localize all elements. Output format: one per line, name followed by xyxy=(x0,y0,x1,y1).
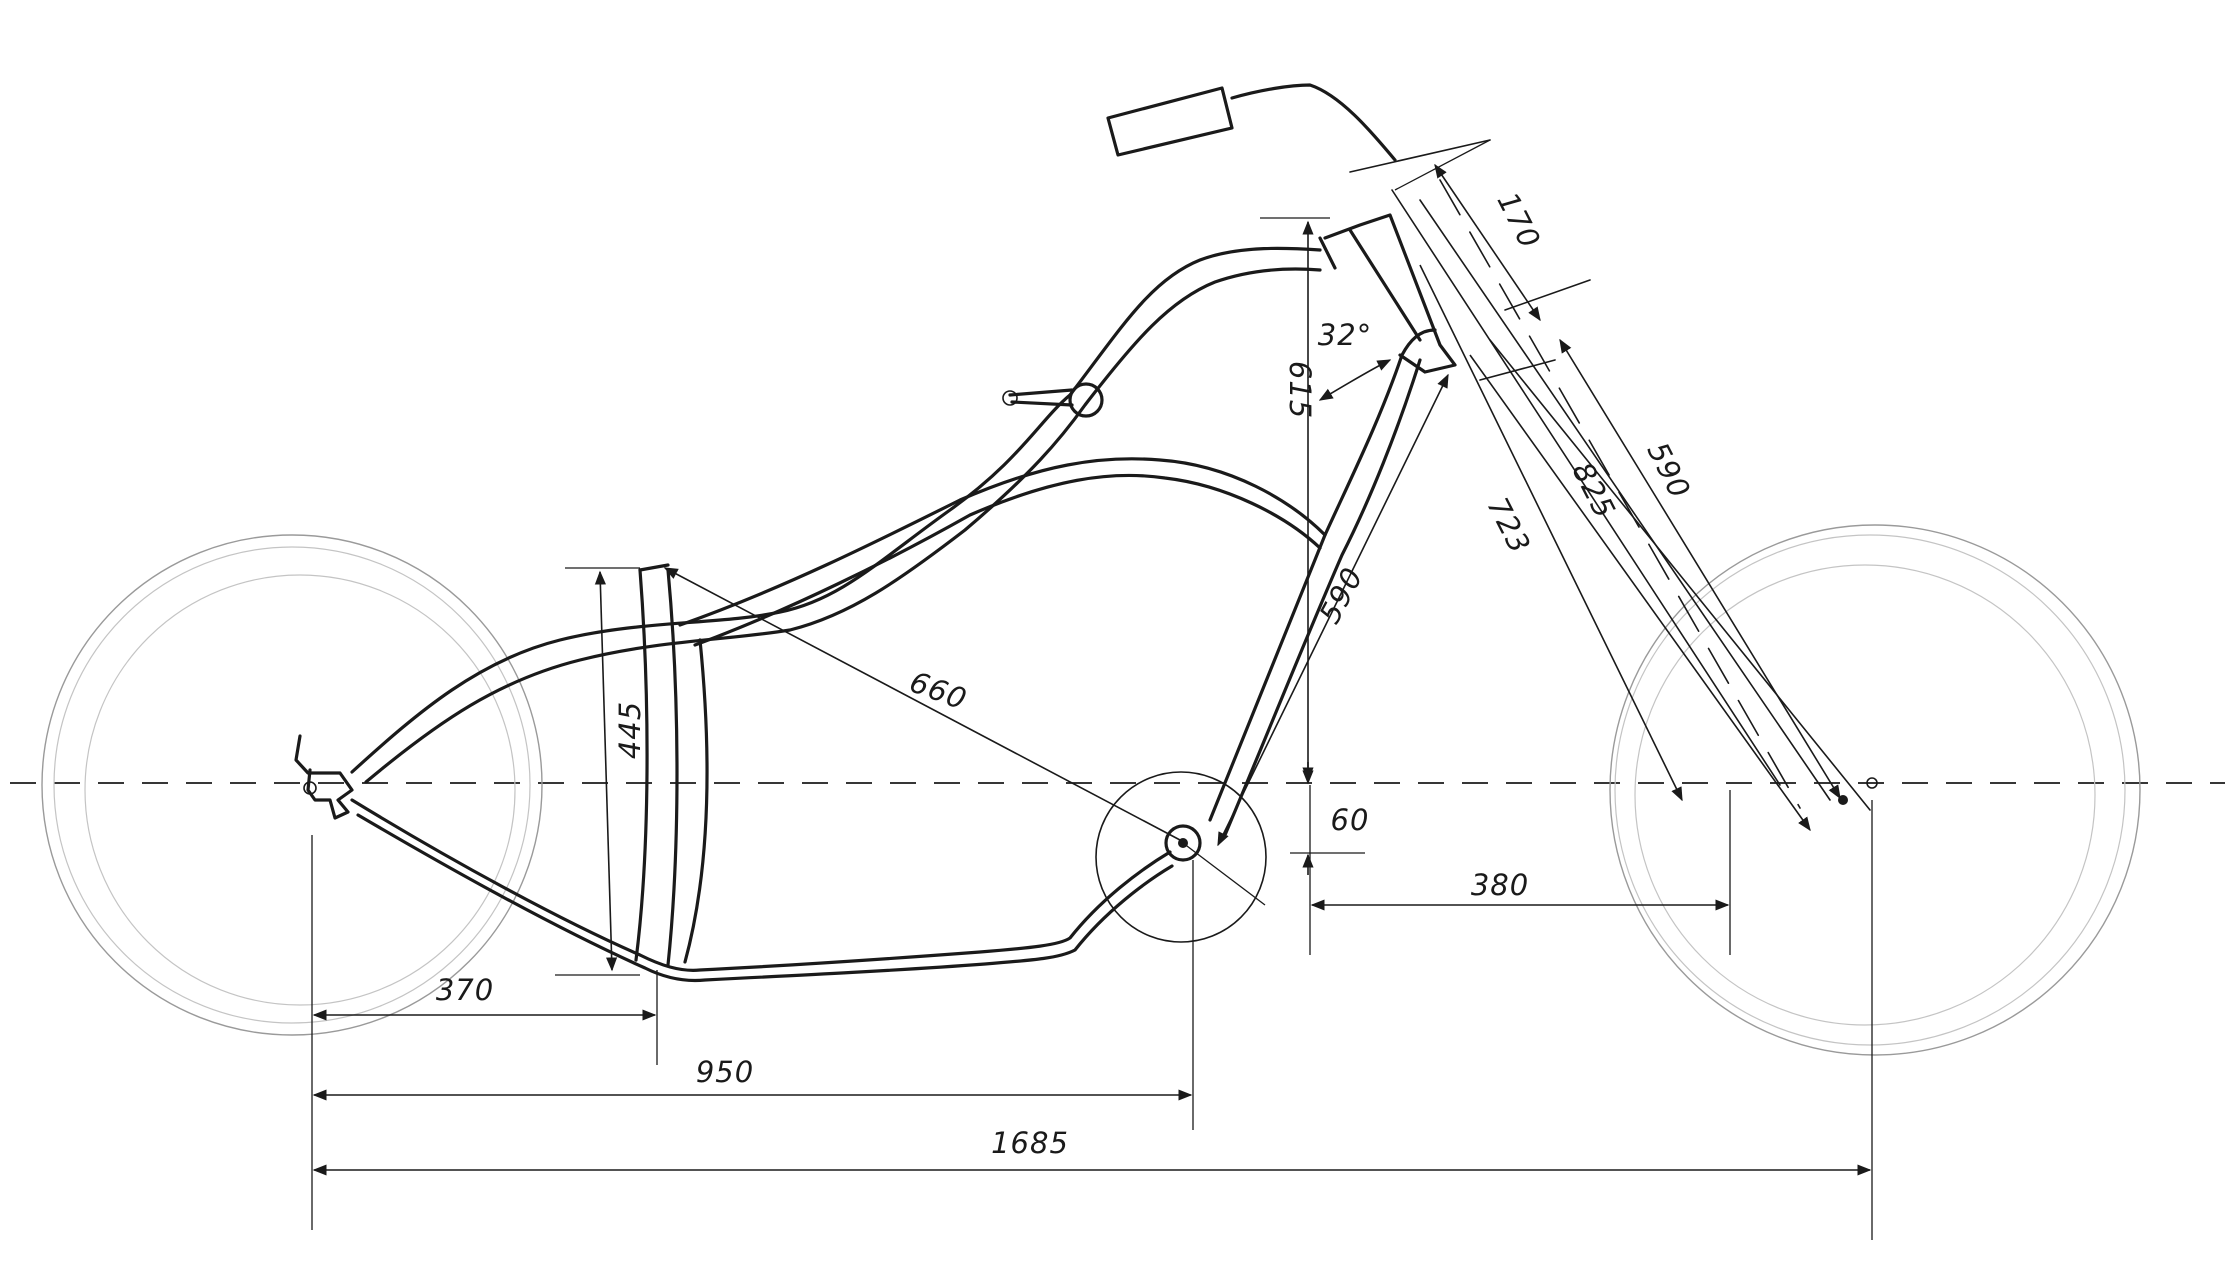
label-660: 660 xyxy=(905,665,971,717)
label-1685: 1685 xyxy=(991,1126,1069,1160)
fork xyxy=(1349,139,1871,811)
rear-wheel xyxy=(41,534,543,1036)
dim-380: 380 xyxy=(1309,785,1731,955)
dim-445: 445 xyxy=(555,567,647,976)
label-380: 380 xyxy=(1471,868,1529,902)
label-615: 615 xyxy=(1283,361,1317,419)
label-590-down: 590 xyxy=(1312,562,1369,629)
label-32-deg: 32° xyxy=(1318,318,1372,352)
dim-60: 60 xyxy=(1290,762,1370,875)
bottom-bracket xyxy=(1095,771,1267,943)
dim-723: 723 xyxy=(1419,264,1683,802)
label-950: 950 xyxy=(696,1055,754,1089)
label-723: 723 xyxy=(1481,492,1538,559)
label-825: 825 xyxy=(1566,457,1623,524)
dim-370: 370 xyxy=(311,835,658,1230)
dim-615: 615 xyxy=(1260,217,1330,782)
handlebar xyxy=(1106,83,1397,162)
dim-590-fork: 590 xyxy=(1559,338,1878,805)
dim-head-angle: 32° xyxy=(1318,318,1392,401)
label-445: 445 xyxy=(613,701,647,759)
frame xyxy=(294,213,1457,983)
dim-825: 825 xyxy=(1469,354,1811,832)
front-wheel xyxy=(1609,524,2141,1056)
label-170: 170 xyxy=(1491,187,1548,254)
label-590-fork: 590 xyxy=(1641,437,1698,504)
dim-590-down: 590 xyxy=(1217,373,1449,847)
dim-1685: 1685 xyxy=(312,800,1873,1240)
label-370: 370 xyxy=(436,973,494,1007)
dim-660: 660 xyxy=(663,567,1181,841)
label-60: 60 xyxy=(1331,803,1370,837)
dim-950: 950 xyxy=(312,860,1194,1130)
